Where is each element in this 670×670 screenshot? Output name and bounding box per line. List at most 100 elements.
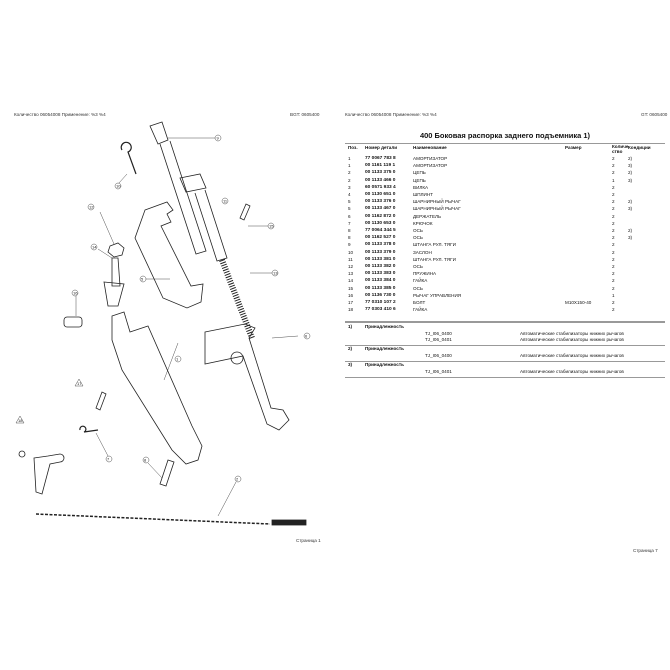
cell-qty: 2 [612,235,615,241]
col-pos: Поз. [348,145,358,150]
footnote-desc: Автоматические стабилизаторы нижних рыча… [520,337,624,342]
cell-pos: 8 [348,235,351,241]
nut-part [107,242,125,258]
cell-cond: 3) [628,163,633,169]
footnote-ref: TJ_I06_0401 [425,369,452,374]
footnote-key: 3) [348,362,353,367]
page-title: 400 Боковая распорка заднего подъемника … [419,131,591,140]
header-divider [345,143,665,144]
footnote-desc: Автоматические стабилизаторы нижних рыча… [520,331,624,336]
upper-rod-part [149,121,228,262]
sleeve-part [63,316,83,328]
footnote-ref: TJ_I06_0400 [425,331,452,336]
callout-label: 12 [89,205,94,210]
cell-cond: 2) [628,170,633,176]
callouts: 9 10 11 15 13 12 14 16 5 1 6 17 18 7 8 2 [15,134,311,517]
cell-number: 00 1161 119 1 [365,163,396,169]
callout-label: 7 [107,457,110,462]
callout-label: 13 [273,271,278,276]
lever-plate-part [134,201,204,309]
cell-qty: 2 [612,307,615,313]
footnote-desc: Автоматические стабилизаторы нижних рыча… [520,353,624,358]
cell-qty: 2 [612,199,615,205]
footnote-divider [345,377,665,378]
col-cond: Кондиции [628,145,651,150]
cell-pos: 16 [348,292,354,298]
footnote-heading: Принадлежность [365,362,404,367]
cell-pos: 2 [348,177,351,183]
cell-number: 00 1136 730 0 [365,292,396,298]
cell-qty: 2 [612,228,615,233]
pin-part [239,203,251,221]
callout-label: 17 [77,381,82,386]
cell-pos: 7 [348,220,351,226]
cell-name: ШАРНИРНЫЙ РЫЧАГ [413,206,461,212]
cell-name: ШТАНГА РУЛ. ТЯГИ [413,242,456,248]
cell-number: 77 0064 344 5 [365,228,396,233]
cell-name: ДЕРЖАТЕЛЬ [413,213,442,219]
cell-name: АМОРТИЗАТОР [413,156,448,161]
cell-name: ГАЙКА [413,307,428,313]
exploded-parts-diagram: 9 10 11 15 13 12 14 16 5 1 6 17 18 7 8 2 [15,121,311,526]
cell-name: ОСЬ [413,285,423,291]
right-page-number: Страница 7 [633,548,658,553]
cell-name: БОЛТ [413,300,426,305]
right-header-code: GT: 0605400 [641,112,668,117]
spring-part [219,258,255,340]
col-number: Номер детали [365,145,398,150]
footnote-desc: Автоматические стабилизаторы нижних рыча… [520,369,624,374]
cell-cond: 3) [628,235,633,241]
callout-label: 15 [269,224,274,229]
cell-pos: 1 [348,163,351,169]
cell-qty: 1 [612,292,615,298]
o-ring-part [230,351,244,365]
cell-pos: 14 [348,278,354,284]
cell-pos: 8 [348,228,351,233]
cell-pos: 4 [348,192,351,197]
cell-pos: 15 [348,285,354,291]
cell-number: 00 1133 385 0 [365,285,396,291]
cell-name: ЦЕПЬ [413,177,426,183]
cell-number: 00 1133 467 0 [365,206,396,212]
callout-label: 9 [217,136,220,141]
cell-number: 00 1133 378 0 [365,242,396,248]
cell-number: 77 0303 410 6 [365,307,396,313]
footnote-divider [345,321,665,323]
cell-number: 77 0067 783 8 [365,156,396,161]
cell-pos: 3 [348,184,351,190]
lower-rod-part [204,323,290,431]
axle-pin-part [159,459,175,487]
cell-number: 00 1162 527 0 [365,235,396,241]
chain-part [35,513,271,525]
left-header-info: Количество 06054008 Применение: %3 %4 [14,112,106,117]
cell-qty: 2 [612,278,615,284]
cell-pos: 5 [348,199,351,205]
cell-pos: 6 [348,213,351,219]
footnote-key: 1) [348,324,353,329]
cell-qty: 2 [612,206,615,212]
callout-label: 2 [236,477,239,482]
cell-cond: 2) [628,156,633,161]
cell-qty: 2 [612,264,615,269]
cell-cond: 2) [628,228,633,233]
footnote-ref: TJ_I06_0400 [425,353,452,358]
cell-name: ВИЛКА [413,184,429,190]
callout-label: 16 [73,291,78,296]
cell-name: ОСЬ [413,264,423,269]
